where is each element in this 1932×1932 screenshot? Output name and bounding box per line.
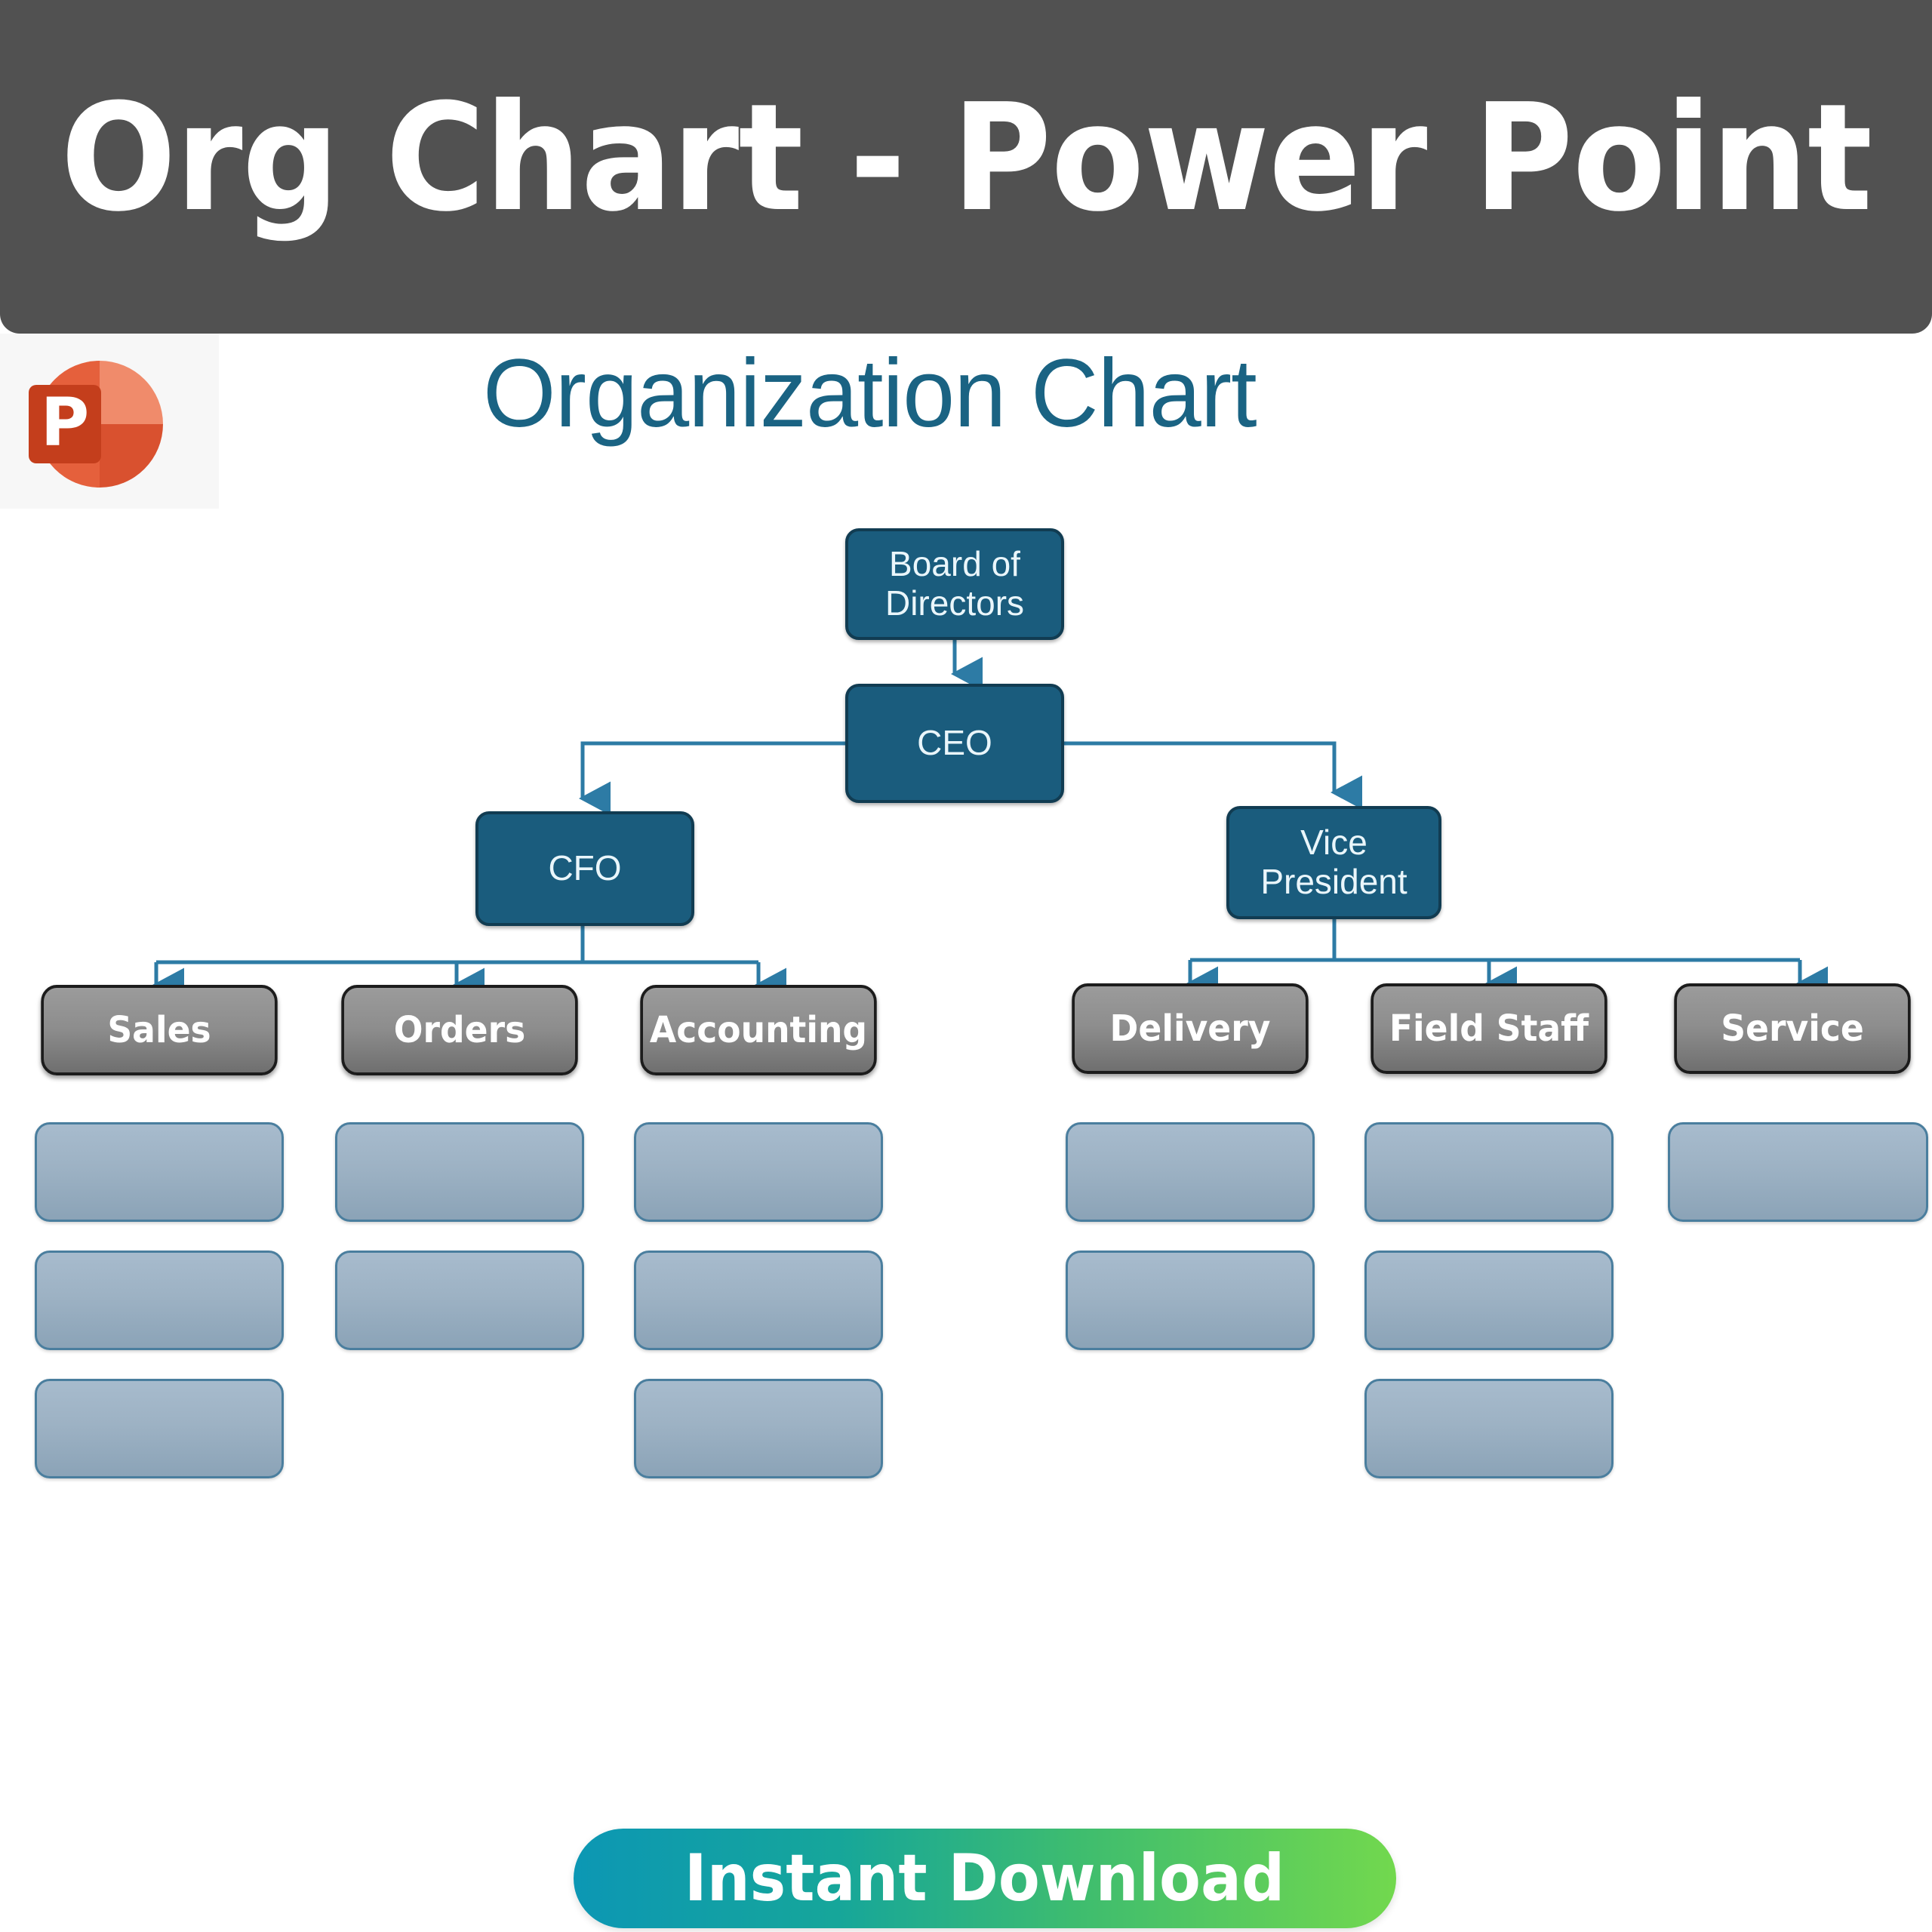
node-ceo-label: CEO xyxy=(917,723,992,763)
node-service[interactable]: Service xyxy=(1674,983,1911,1074)
node-vp-line2: President xyxy=(1260,862,1407,901)
placeholder-box-orders-1[interactable] xyxy=(335,1122,584,1222)
node-vice-president[interactable]: Vice President xyxy=(1226,806,1441,919)
node-sales-label: Sales xyxy=(107,1009,211,1051)
node-field-staff-label: Field Staff xyxy=(1389,1008,1589,1050)
powerpoint-icon: P xyxy=(29,361,163,488)
node-orders-label: Orders xyxy=(393,1009,526,1051)
placeholder-box-service-1[interactable] xyxy=(1668,1122,1928,1222)
powerpoint-icon-tile: P xyxy=(0,334,219,509)
node-orders[interactable]: Orders xyxy=(341,985,578,1075)
placeholder-box-delivery-1[interactable] xyxy=(1066,1122,1315,1222)
placeholder-box-accounting-2[interactable] xyxy=(634,1251,883,1350)
placeholder-box-sales-2[interactable] xyxy=(35,1251,284,1350)
placeholder-box-delivery-2[interactable] xyxy=(1066,1251,1315,1350)
placeholder-box-orders-2[interactable] xyxy=(335,1251,584,1350)
instant-download-button[interactable]: Instant Download xyxy=(574,1829,1396,1928)
slide-title-word1: Organization xyxy=(483,340,1031,448)
node-sales[interactable]: Sales xyxy=(41,985,278,1075)
placeholder-box-sales-1[interactable] xyxy=(35,1122,284,1222)
node-vp-line1: Vice xyxy=(1300,823,1367,863)
node-board-line1: Board of xyxy=(889,544,1020,584)
placeholder-box-field-staff-2[interactable] xyxy=(1364,1251,1614,1350)
node-accounting-label: Accounting xyxy=(649,1009,868,1051)
node-delivery-label: Delivery xyxy=(1109,1008,1271,1050)
placeholder-box-accounting-1[interactable] xyxy=(634,1122,883,1222)
node-field-staff[interactable]: Field Staff xyxy=(1371,983,1607,1074)
node-ceo[interactable]: CEO xyxy=(845,684,1064,803)
node-cfo-label: CFO xyxy=(548,848,622,888)
slide-title: Organization Chart xyxy=(483,341,1427,447)
node-board-line2: Directors xyxy=(884,583,1025,623)
page-title: Org Chart - Power Point xyxy=(60,72,1872,245)
placeholder-box-field-staff-3[interactable] xyxy=(1364,1379,1614,1478)
placeholder-box-sales-3[interactable] xyxy=(35,1379,284,1478)
instant-download-label: Instant Download xyxy=(685,1841,1285,1916)
node-accounting[interactable]: Accounting xyxy=(640,985,877,1075)
powerpoint-icon-letter: P xyxy=(41,383,90,461)
node-service-label: Service xyxy=(1721,1008,1864,1050)
node-delivery[interactable]: Delivery xyxy=(1072,983,1309,1074)
placeholder-box-field-staff-1[interactable] xyxy=(1364,1122,1614,1222)
placeholder-box-accounting-3[interactable] xyxy=(634,1379,883,1478)
header-banner: Org Chart - Power Point xyxy=(0,0,1932,334)
node-cfo[interactable]: CFO xyxy=(475,811,694,926)
node-board-of-directors[interactable]: Board of Directors xyxy=(845,528,1064,640)
slide-title-word2: Chart xyxy=(1030,340,1257,448)
